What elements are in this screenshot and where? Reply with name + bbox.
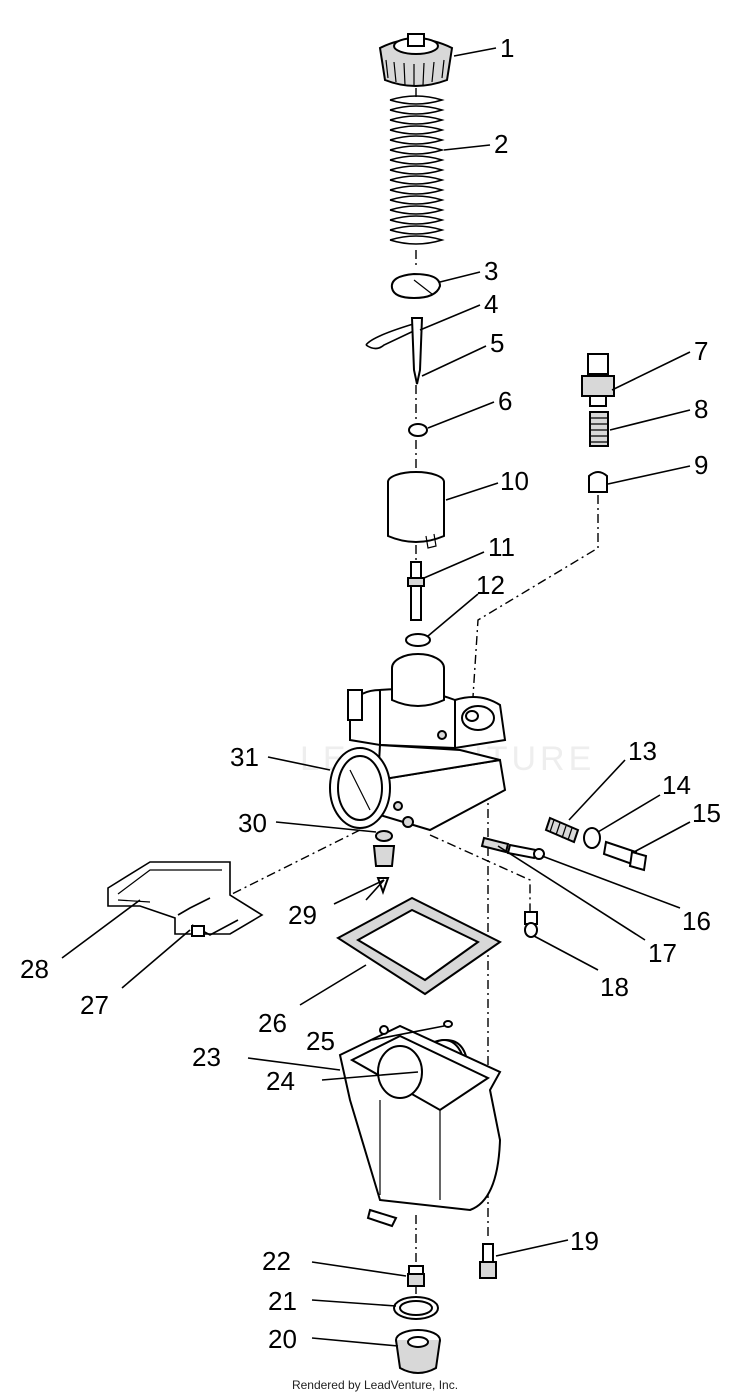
callout-21: 21 (268, 1286, 297, 1316)
part-11-needle-jet (407, 561, 425, 621)
callout-16: 16 (682, 906, 711, 936)
part-14-washer (583, 827, 601, 849)
callout-30: 30 (238, 808, 267, 838)
callout-4: 4 (484, 289, 498, 319)
callout-26: 26 (258, 1008, 287, 1038)
callout-25: 25 (306, 1026, 335, 1056)
callout-2: 2 (494, 129, 508, 159)
callout-15: 15 (692, 798, 721, 828)
part-10-slide (387, 471, 445, 549)
callout-19: 19 (570, 1226, 599, 1256)
callout-6: 6 (498, 386, 512, 416)
footer-credit: Rendered by LeadVenture, Inc. (291, 1378, 459, 1392)
part-5-needle (410, 317, 424, 385)
part-6-washer (408, 423, 428, 437)
part-25-pin (443, 1020, 453, 1028)
callout-8: 8 (694, 394, 708, 424)
callout-13: 13 (628, 736, 657, 766)
callout-7: 7 (694, 336, 708, 366)
part-8-spring (589, 411, 609, 447)
part-3-plate (390, 272, 442, 300)
part-30-washer (375, 830, 393, 842)
callout-5: 5 (490, 328, 504, 358)
callout-23: 23 (192, 1042, 221, 1072)
part-9-jet (588, 471, 608, 493)
callout-1: 1 (500, 33, 514, 63)
part-12-o-ring (405, 633, 431, 647)
part-20-plug (395, 1329, 441, 1374)
callout-24: 24 (266, 1066, 295, 1096)
callout-22: 22 (262, 1246, 291, 1276)
part-26-gasket (336, 896, 502, 996)
part-18-jet (524, 911, 538, 938)
part-15-screw (602, 840, 648, 872)
callout-28: 28 (20, 954, 49, 984)
callout-11: 11 (488, 532, 515, 562)
callout-17: 17 (648, 938, 677, 968)
callout-9: 9 (694, 450, 708, 480)
part-2-spring (389, 95, 445, 245)
callout-10: 10 (500, 466, 529, 496)
part-23-float-bowl (338, 1024, 502, 1228)
callout-14: 14 (662, 770, 691, 800)
carburetor-body (329, 653, 507, 832)
part-22-jet (407, 1265, 425, 1287)
part-16-screw (506, 843, 545, 860)
callout-3: 3 (484, 256, 498, 286)
part-28-float-frame (107, 861, 264, 935)
part-27-pin (177, 897, 239, 937)
part-13-spring (544, 816, 580, 844)
part-1-cap (378, 33, 454, 87)
callout-18: 18 (600, 972, 629, 1002)
callout-27: 27 (80, 990, 109, 1020)
part-29-needle-valve (372, 845, 396, 895)
callout-12: 12 (476, 570, 505, 600)
callout-20: 20 (268, 1324, 297, 1354)
callout-31: 31 (230, 742, 259, 772)
part-19-screw (479, 1243, 497, 1279)
callout-29: 29 (288, 900, 317, 930)
part-7-fitting (581, 353, 615, 407)
